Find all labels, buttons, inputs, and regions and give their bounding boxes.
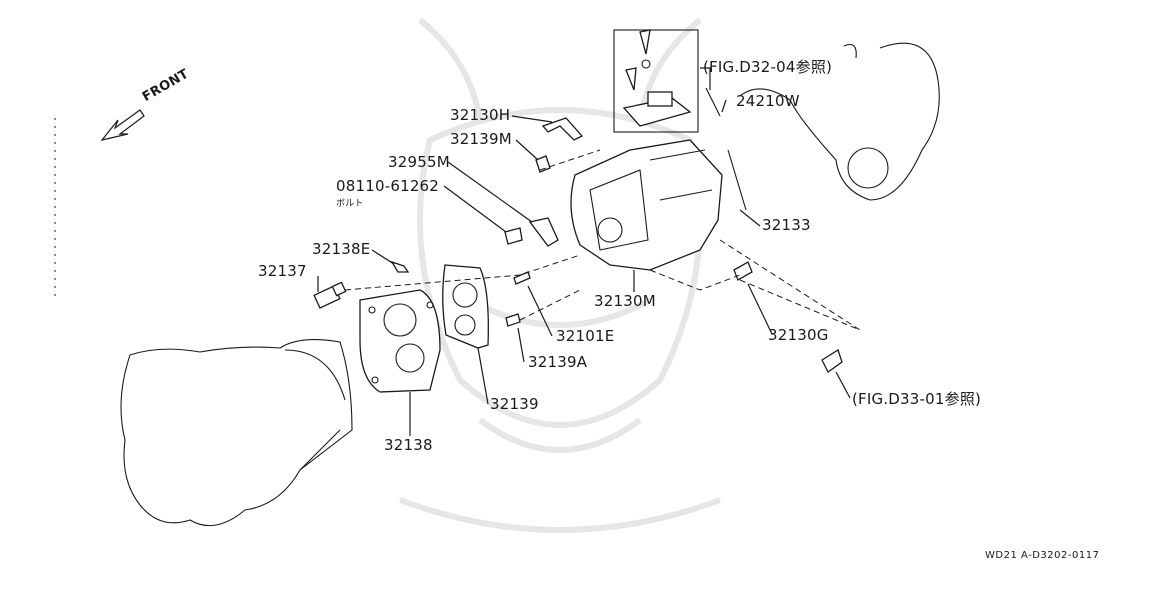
part-32955M-shape: [528, 217, 559, 247]
part-32133-shape: [727, 149, 747, 211]
label-32130G[interactable]: 32130G: [768, 326, 829, 344]
part-32137-shape: [313, 281, 347, 309]
part-32130M-shape: [570, 139, 723, 271]
label-32139M[interactable]: 32139M: [450, 130, 512, 148]
part-08110-shape: [504, 227, 523, 245]
label-32955M[interactable]: 32955M: [388, 153, 450, 171]
bell-housing-outline: [120, 339, 353, 527]
label-08110[interactable]: 08110-61262: [336, 177, 440, 195]
part-32138E-shape: [390, 260, 410, 273]
label-32130M[interactable]: 32130M: [594, 292, 656, 310]
label-32138E[interactable]: 32138E: [312, 240, 371, 258]
part-32139-shape: [442, 264, 489, 349]
label-32137[interactable]: 32137: [258, 262, 307, 280]
part-32139M-shape: [535, 155, 551, 173]
part-32130G-shape: [733, 261, 843, 373]
front-arrow-icon: [100, 109, 145, 141]
label-32138[interactable]: 32138: [384, 436, 433, 454]
label-32130H[interactable]: 32130H: [450, 106, 511, 124]
part-32130H-shape: [541, 117, 584, 141]
label-32139[interactable]: 32139: [490, 395, 539, 413]
ref-top: (FIG.D32-04参照): [703, 58, 833, 76]
label-32139A[interactable]: 32139A: [528, 353, 588, 371]
label-24210W[interactable]: 24210W: [736, 92, 800, 110]
label-32133[interactable]: 32133: [762, 216, 811, 234]
top-cover-assembly-shape: [613, 29, 699, 133]
part-32139A-shape: [505, 313, 521, 327]
wiring-harness-shape: [739, 42, 940, 201]
ref-bottom: (FIG.D33-01参照): [852, 390, 982, 408]
part-24210W-shape: [705, 43, 857, 117]
label-08110-note: ボルト: [336, 199, 364, 209]
label-32101E[interactable]: 32101E: [556, 327, 615, 345]
part-32101E-shape: [513, 271, 531, 285]
part-32138-shape: [359, 289, 441, 393]
drawing-code: WD21 A-D3202-0117: [985, 550, 1100, 561]
